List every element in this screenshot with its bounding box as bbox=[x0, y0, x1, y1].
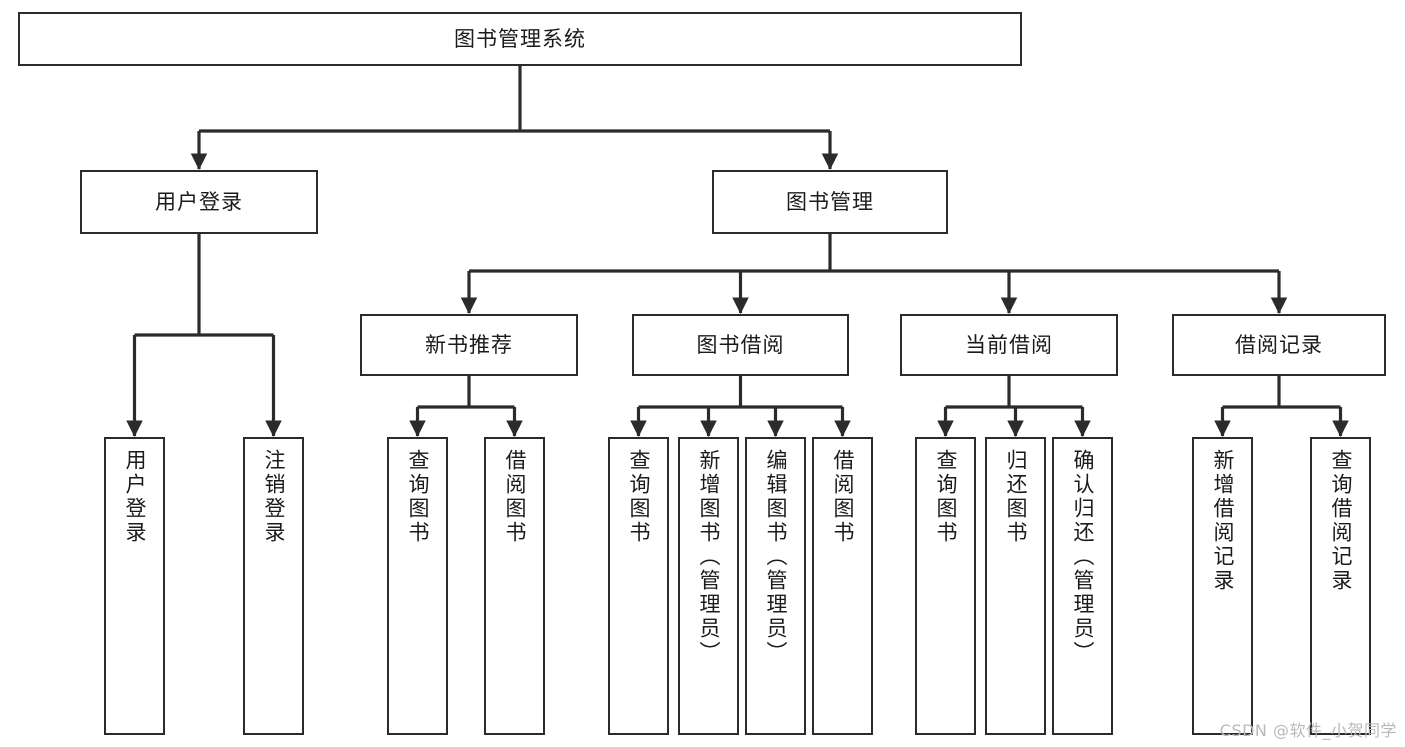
node-leaf-query-book-bb[interactable]: 查询图书 bbox=[608, 437, 669, 735]
node-current-borrow[interactable]: 当前借阅 bbox=[900, 314, 1118, 376]
node-leaf-return-book[interactable]: 归还图书 bbox=[985, 437, 1046, 735]
node-new-book-recommend[interactable]: 新书推荐 bbox=[360, 314, 578, 376]
node-leaf-return-book-label: 归还图书 bbox=[1004, 449, 1028, 545]
node-leaf-query-record-label: 查询借阅记录 bbox=[1329, 449, 1353, 593]
node-leaf-confirm-return[interactable]: 确认归还（管理员） bbox=[1052, 437, 1113, 735]
node-leaf-edit-book-label: 编辑图书（管理员） bbox=[764, 449, 788, 665]
node-book-manage[interactable]: 图书管理 bbox=[712, 170, 948, 234]
node-leaf-confirm-return-label: 确认归还（管理员） bbox=[1071, 449, 1095, 665]
node-root[interactable]: 图书管理系统 bbox=[18, 12, 1022, 66]
node-leaf-add-book-label: 新增图书（管理员） bbox=[697, 449, 721, 665]
node-new-book-recommend-label: 新书推荐 bbox=[425, 332, 513, 357]
node-user-login-label: 用户登录 bbox=[155, 189, 243, 214]
node-current-borrow-label: 当前借阅 bbox=[965, 332, 1053, 357]
node-leaf-query-book-cb[interactable]: 查询图书 bbox=[915, 437, 976, 735]
node-leaf-borrow-book-bb-label: 借阅图书 bbox=[831, 449, 855, 545]
node-book-borrow-label: 图书借阅 bbox=[696, 332, 785, 357]
node-leaf-add-book[interactable]: 新增图书（管理员） bbox=[678, 437, 739, 735]
node-leaf-user-login[interactable]: 用户登录 bbox=[104, 437, 165, 735]
node-leaf-add-record-label: 新增借阅记录 bbox=[1211, 449, 1235, 593]
node-root-label: 图书管理系统 bbox=[454, 26, 586, 51]
node-leaf-borrow-book-bb[interactable]: 借阅图书 bbox=[812, 437, 873, 735]
node-book-manage-label: 图书管理 bbox=[786, 189, 874, 214]
node-borrow-record[interactable]: 借阅记录 bbox=[1172, 314, 1386, 376]
node-leaf-edit-book[interactable]: 编辑图书（管理员） bbox=[745, 437, 806, 735]
node-leaf-query-book-rec[interactable]: 查询图书 bbox=[387, 437, 448, 735]
node-leaf-borrow-book-rec-label: 借阅图书 bbox=[503, 449, 527, 545]
node-leaf-logout-label: 注销登录 bbox=[262, 449, 286, 545]
node-leaf-query-book-bb-label: 查询图书 bbox=[627, 449, 651, 545]
node-leaf-query-book-cb-label: 查询图书 bbox=[934, 449, 958, 545]
node-leaf-query-record[interactable]: 查询借阅记录 bbox=[1310, 437, 1371, 735]
node-book-borrow[interactable]: 图书借阅 bbox=[632, 314, 849, 376]
node-borrow-record-label: 借阅记录 bbox=[1235, 332, 1323, 357]
node-leaf-add-record[interactable]: 新增借阅记录 bbox=[1192, 437, 1253, 735]
node-leaf-user-login-label: 用户登录 bbox=[123, 449, 147, 545]
node-leaf-query-book-rec-label: 查询图书 bbox=[406, 449, 430, 545]
node-user-login[interactable]: 用户登录 bbox=[80, 170, 318, 234]
node-leaf-borrow-book-rec[interactable]: 借阅图书 bbox=[484, 437, 545, 735]
node-leaf-logout[interactable]: 注销登录 bbox=[243, 437, 304, 735]
